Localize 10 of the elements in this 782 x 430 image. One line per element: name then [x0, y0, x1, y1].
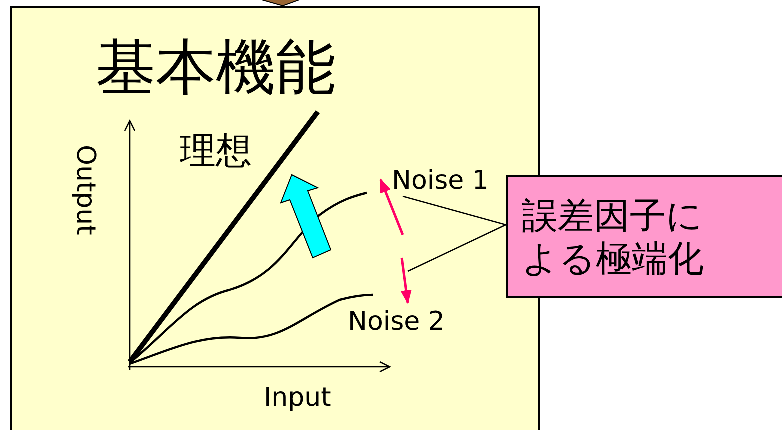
curve-label: 理想 — [180, 132, 252, 172]
axis-title: Input — [264, 384, 332, 413]
leader-line — [402, 196, 506, 226]
curve-label: Noise 1 — [392, 167, 489, 196]
direction-arrow — [400, 258, 412, 304]
callout-box: 誤差因子による極端化 — [506, 175, 782, 298]
curve-label: Noise 2 — [348, 308, 445, 337]
axis-title: Output — [70, 144, 100, 236]
leader-line — [408, 224, 506, 272]
panel-title: 基本機能 — [96, 34, 336, 103]
